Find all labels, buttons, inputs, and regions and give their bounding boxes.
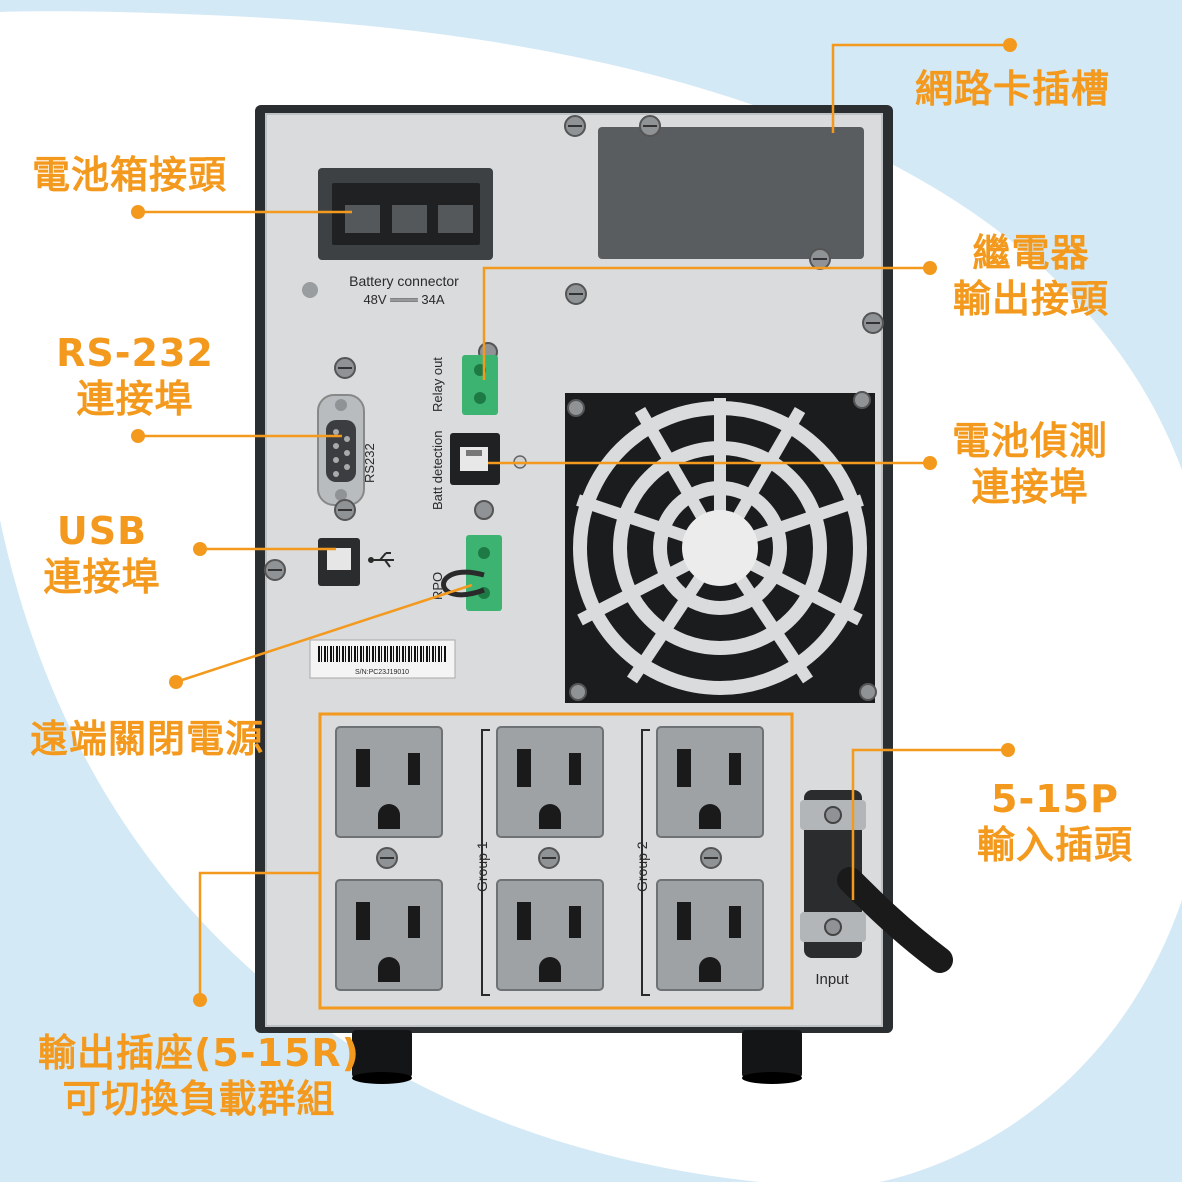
leader-network-card-slot	[831, 43, 1010, 133]
outlet-5-15r	[496, 726, 604, 838]
screw-icon	[700, 847, 722, 869]
callout-usb-port: USB 連接埠	[22, 508, 182, 600]
ups-foot-right	[742, 1030, 802, 1084]
batt-detection-port	[450, 433, 500, 485]
callout-line: 連接埠	[76, 377, 194, 421]
outlet-group-separators	[481, 729, 650, 996]
screw-icon	[853, 391, 871, 409]
batt-detection-label: Batt detection	[430, 431, 445, 511]
callout-line: 網路卡插槽	[915, 67, 1111, 111]
callout-input-plug: 5-15P 輸入插頭	[960, 776, 1150, 868]
leader-relay-output-connector	[482, 266, 928, 380]
group1-label: Group 1	[474, 841, 490, 892]
callout-line: 電池偵測	[951, 419, 1108, 463]
background-swoosh-right	[880, 900, 1182, 1182]
callout-rs232-port: RS-232 連接埠	[40, 330, 230, 422]
outlet-5-15r	[656, 879, 764, 991]
battery-connector	[318, 168, 493, 260]
screw-icon	[809, 248, 831, 270]
callout-line: 輸出接頭	[952, 277, 1109, 321]
usb-icon	[368, 552, 394, 568]
leader-dot	[923, 261, 937, 275]
screw-icon	[264, 559, 286, 581]
leader-dot	[131, 205, 145, 219]
callout-relay-output-connector: 繼電器 輸出接頭	[936, 230, 1126, 322]
battery-connector-label: Battery connector	[349, 273, 459, 289]
screw-icon	[334, 499, 356, 521]
callout-line: USB	[56, 509, 148, 553]
callout-line: RS-232	[56, 331, 214, 375]
callout-line: 輸出插座(5-15R)	[37, 1031, 361, 1075]
outlet-5-15r	[335, 879, 443, 991]
callout-output-outlets: 輸出插座(5-15R) 可切換負載群組	[14, 1030, 384, 1122]
callout-line: 輸入插頭	[976, 823, 1133, 867]
battery-connector-rating: 48V ═══ 34A	[363, 292, 444, 307]
screw-icon	[376, 847, 398, 869]
usb-port	[318, 538, 360, 586]
outlet-5-15r	[335, 726, 443, 838]
callout-remote-power-off: 遠端關閉電源	[30, 716, 264, 762]
leader-lines	[138, 43, 1010, 1000]
cooling-fan	[559, 387, 881, 709]
background-swoosh-bottom	[0, 520, 760, 1182]
callout-line: 連接埠	[43, 555, 161, 599]
screw-icon	[859, 683, 877, 701]
network-card-slot	[598, 127, 864, 259]
leader-dot	[169, 675, 183, 689]
leader-dots	[131, 38, 1017, 1007]
screw-icon	[538, 847, 560, 869]
relay-output-terminal	[462, 355, 498, 415]
leader-dot	[923, 456, 937, 470]
ups-foot-left	[352, 1030, 412, 1084]
leader-input-plug	[851, 748, 1008, 900]
leader-dot	[131, 429, 145, 443]
callout-line: 可切換負載群組	[62, 1077, 336, 1121]
relay-out-label: Relay out	[430, 357, 445, 412]
rpo-terminal	[441, 535, 502, 611]
screw-icon	[302, 282, 318, 298]
callout-network-card-slot: 網路卡插槽	[915, 66, 1110, 112]
callout-line: 連接埠	[971, 465, 1089, 509]
screw-icon	[334, 357, 356, 379]
rs232-port	[317, 394, 365, 506]
leader-output-outlets	[198, 871, 320, 1000]
callout-battery-detection-port: 電池偵測 連接埠	[930, 418, 1130, 510]
group2-label: Group 2	[634, 841, 650, 892]
callout-line: 繼電器	[972, 231, 1090, 275]
screw-icon	[639, 115, 661, 137]
screw-icon	[567, 399, 585, 417]
leader-remote-power-off	[175, 583, 473, 684]
screw-icon	[569, 683, 587, 701]
callout-line: 遠端關閉電源	[30, 717, 265, 761]
rpo-label: RPO	[430, 572, 445, 600]
callout-line: 5-15P	[991, 777, 1119, 821]
rs232-label: RS232	[362, 443, 377, 483]
leader-dot	[1001, 743, 1015, 757]
screw-icon	[565, 283, 587, 305]
leader-dot	[193, 993, 207, 1007]
leader-dot	[1003, 38, 1017, 52]
serial-number-sticker	[309, 639, 456, 679]
screw-icon	[564, 115, 586, 137]
leader-dot	[193, 542, 207, 556]
screw-icon	[474, 500, 494, 520]
outlet-5-15r	[496, 879, 604, 991]
input-plug	[800, 790, 953, 973]
callout-line: 電池箱接頭	[32, 153, 228, 197]
input-label: Input	[815, 971, 849, 988]
outlet-highlight-box	[318, 712, 794, 1010]
callout-battery-pack-connector: 電池箱接頭	[32, 152, 227, 198]
outlet-5-15r	[656, 726, 764, 838]
screw-icon	[862, 312, 884, 334]
serial-number: S/N:PC23J19010	[355, 669, 409, 676]
